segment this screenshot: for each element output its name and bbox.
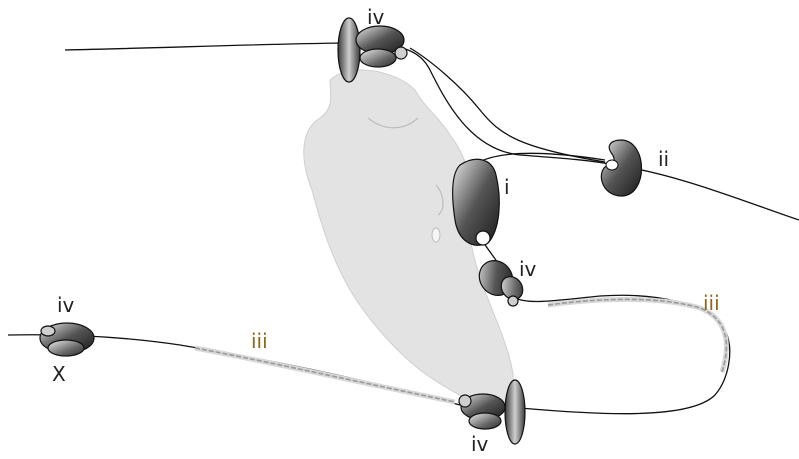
label-iii-right: iii [703, 291, 720, 315]
donut-hole [606, 160, 618, 170]
ribosome-knob [508, 296, 518, 306]
label-iv-middle: iv [519, 257, 537, 281]
complex-i [453, 159, 500, 245]
ribosome-small-subunit [469, 413, 501, 429]
beaded-chain-right [548, 299, 726, 372]
right-loop-strand [515, 295, 730, 413]
complex-ii [601, 140, 641, 196]
ribosome-knob [41, 326, 55, 336]
label-iv-top: iv [367, 5, 385, 29]
complex-i-body [453, 159, 500, 245]
ribosome-iv-left [40, 323, 94, 356]
ribosome-disc [505, 380, 525, 444]
label-ii: ii [658, 147, 669, 171]
ribosome-disc [338, 18, 360, 82]
ribosome-small-subunit [360, 49, 396, 67]
ribosome-knob [395, 47, 407, 59]
label-iv-left: iv [57, 293, 75, 317]
label-iv-bottom: iv [471, 432, 489, 456]
blob-pore [432, 228, 440, 242]
label-x-mark: X [52, 362, 66, 386]
label-iii-left: iii [251, 329, 268, 353]
complex-i-pore [476, 231, 490, 245]
label-i: i [504, 175, 510, 199]
ribosome-small-subunit [48, 340, 84, 356]
ribosome-knob [459, 395, 471, 407]
